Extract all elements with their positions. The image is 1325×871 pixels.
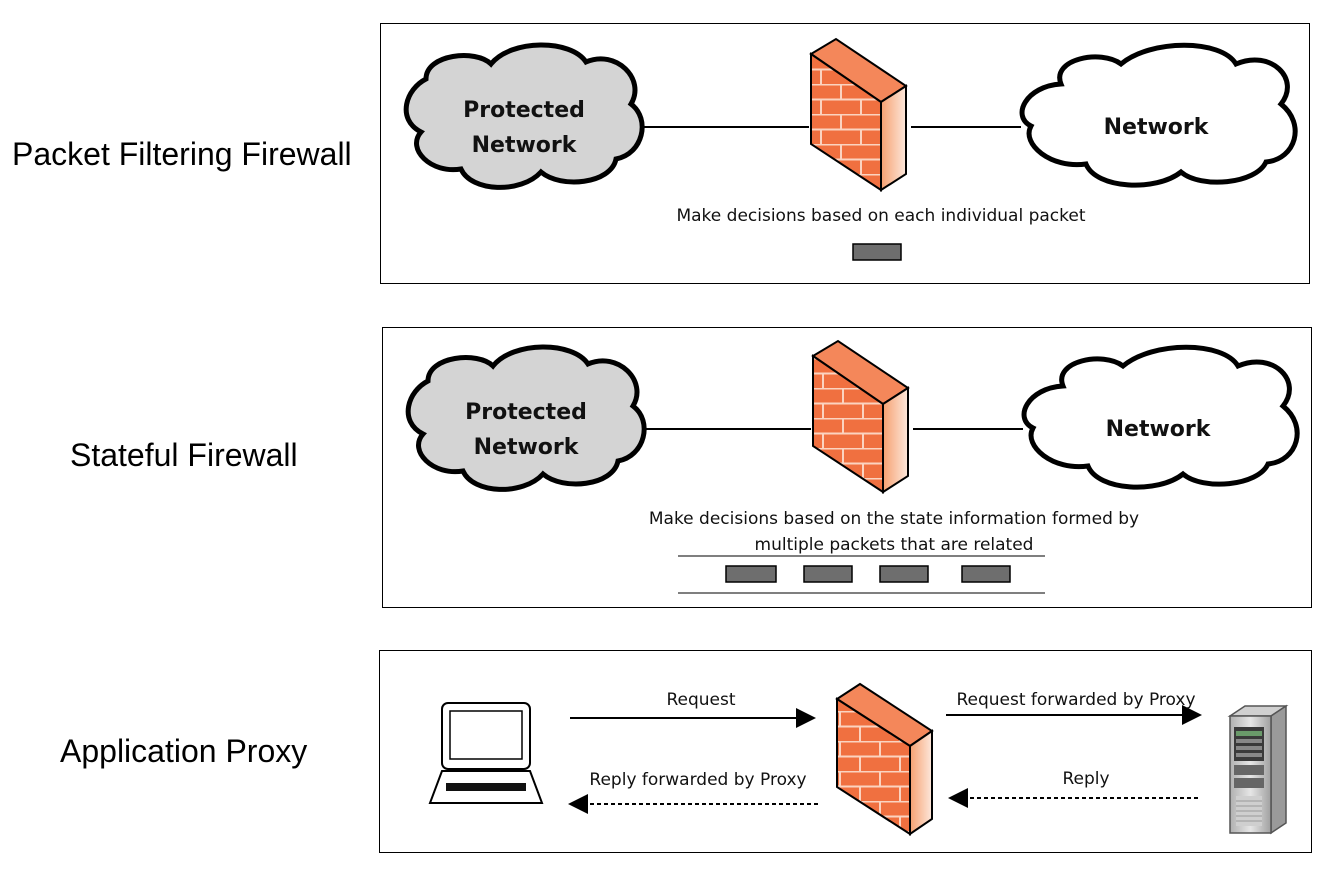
caption-line-1: Make decisions based on the state inform… [649, 509, 1139, 529]
cloud-icon [403, 42, 645, 190]
reply-label: Reply [1062, 769, 1109, 789]
cloud-icon [1021, 344, 1300, 490]
packet-icon [852, 243, 902, 261]
reply-forwarded-label: Reply forwarded by Proxy [589, 770, 806, 790]
firewall-icon [811, 339, 910, 494]
firewall-icon [835, 682, 934, 836]
stateful-panel: Protected Network Network Make decisions… [382, 327, 1312, 608]
caption-line-1: Make decisions based on each individual … [676, 206, 1085, 226]
application-proxy-diagram: Request Reply forwarded by Proxy Request… [428, 682, 1289, 836]
packet-filtering-panel: Protected Network Network Make decisions… [380, 23, 1310, 284]
application-proxy-panel: Request Reply forwarded by Proxy Request… [379, 650, 1312, 853]
request-forwarded-label: Request forwarded by Proxy [956, 690, 1195, 710]
row-label-stateful: Stateful Firewall [70, 437, 298, 473]
network-label: Network [1106, 417, 1212, 442]
packet-icon [803, 565, 853, 583]
packet-filtering-diagram: Protected Network Network Make decisions… [403, 37, 1298, 261]
stateful-diagram: Protected Network Network Make decisions… [405, 339, 1300, 594]
request-label: Request [666, 690, 735, 710]
protected-network-label-1: Protected [463, 98, 585, 123]
server-icon [1227, 704, 1289, 835]
protected-network-label-1: Protected [465, 400, 587, 425]
packet-icon [725, 565, 777, 583]
laptop-icon [428, 702, 544, 804]
cloud-icon [1019, 42, 1298, 188]
cloud-icon [405, 344, 647, 492]
firewall-icon [809, 37, 908, 192]
packet-icon [961, 565, 1011, 583]
protected-network-label-2: Network [474, 435, 580, 460]
network-label: Network [1104, 115, 1210, 140]
row-label-packet-filtering: Packet Filtering Firewall [12, 136, 352, 172]
protected-network-label-2: Network [472, 133, 578, 158]
caption-line-2: multiple packets that are related [755, 535, 1034, 555]
packet-icon [879, 565, 929, 583]
row-label-application-proxy: Application Proxy [60, 733, 308, 769]
